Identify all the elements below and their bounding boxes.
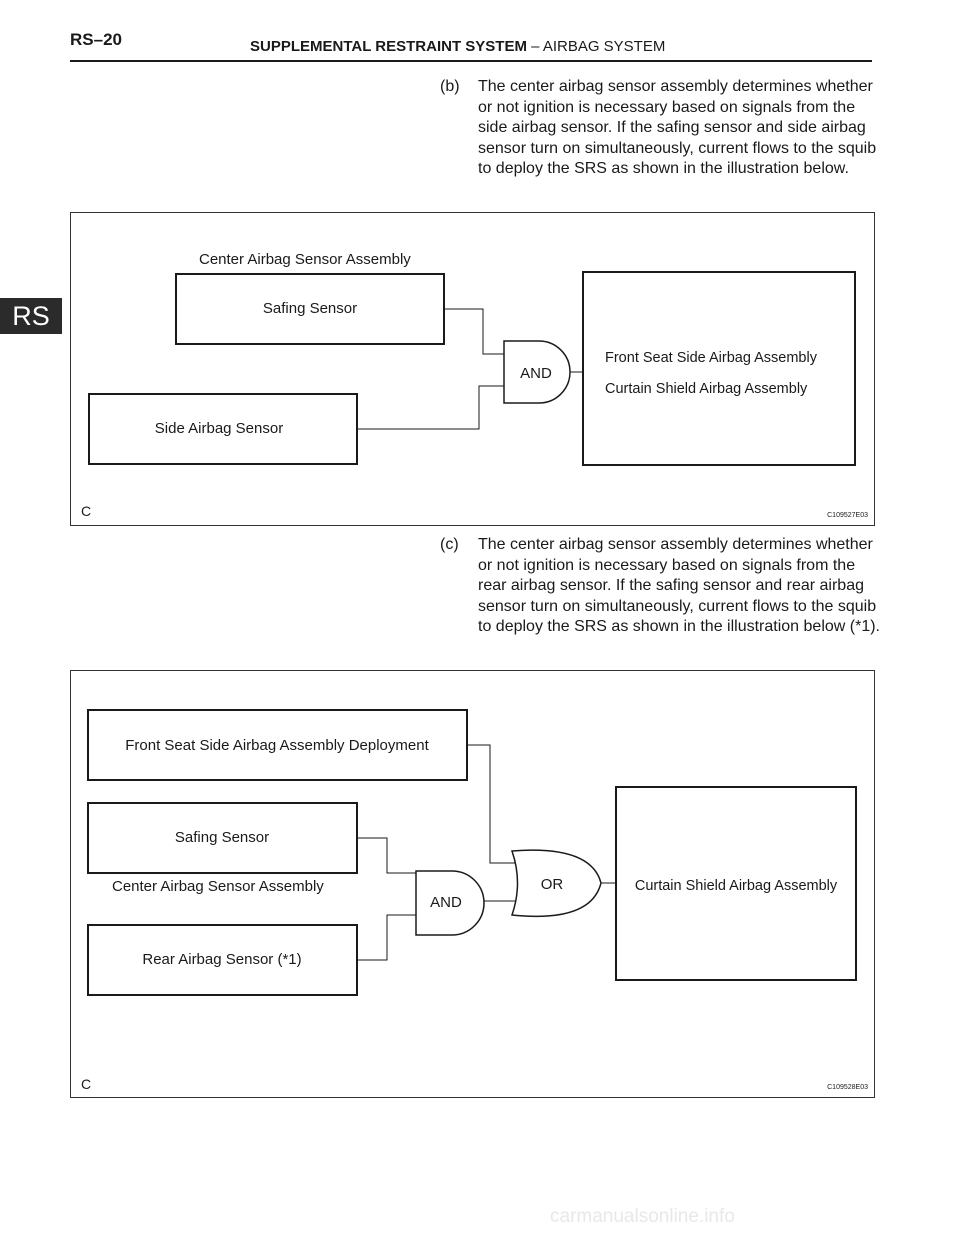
curtain-shield-airbag-label: Curtain Shield Airbag Assembly bbox=[635, 878, 838, 894]
safing-sensor-box bbox=[175, 273, 445, 345]
wire-safing-to-and bbox=[357, 837, 416, 874]
section-title-sub: – AIRBAG SYSTEM bbox=[531, 38, 666, 55]
header-rule bbox=[70, 60, 872, 62]
paragraph-c: (c) The center airbag sensor assembly de… bbox=[440, 535, 880, 638]
and-gate-label: AND bbox=[430, 894, 462, 911]
output-line-curtain: Curtain Shield Airbag Assembly bbox=[605, 381, 808, 397]
deployment-box bbox=[87, 709, 468, 781]
figure-id: C109528E03 bbox=[827, 1084, 868, 1091]
or-gate bbox=[510, 849, 602, 918]
wire-safing-to-and bbox=[444, 308, 504, 355]
and-gate bbox=[503, 340, 571, 404]
airbag-logic-diagram-side: Center Airbag Sensor Assembly Safing Sen… bbox=[70, 212, 875, 526]
wire-side-to-and bbox=[357, 385, 504, 430]
paragraph-c-text: The center airbag sensor assembly determ… bbox=[478, 536, 880, 635]
corner-mark: C bbox=[81, 503, 91, 519]
paragraph-c-label: (c) bbox=[440, 536, 459, 553]
side-airbag-sensor-box bbox=[88, 393, 358, 465]
sensor-assembly-label: Center Airbag Sensor Assembly bbox=[112, 878, 324, 895]
and-gate-label: AND bbox=[520, 365, 552, 382]
output-airbag-box bbox=[582, 271, 856, 466]
section-title-main: SUPPLEMENTAL RESTRAINT SYSTEM bbox=[250, 38, 527, 55]
section-tab: RS bbox=[0, 298, 62, 334]
safing-sensor-label: Safing Sensor bbox=[263, 300, 357, 317]
paragraph-b-text: The center airbag sensor assembly determ… bbox=[478, 78, 877, 177]
output-line-front-seat: Front Seat Side Airbag Assembly bbox=[605, 350, 818, 366]
curtain-shield-airbag-box bbox=[615, 786, 857, 981]
and-gate bbox=[415, 870, 485, 936]
diagram-canvas: Center Airbag Sensor Assembly Safing Sen… bbox=[81, 251, 868, 519]
diagram-canvas: Front Seat Side Airbag Assembly Deployme… bbox=[81, 709, 868, 1092]
sensor-assembly-label: Center Airbag Sensor Assembly bbox=[199, 251, 411, 268]
wire-deployment-to-or bbox=[467, 744, 516, 864]
corner-mark: C bbox=[81, 1076, 91, 1092]
rear-airbag-sensor-label: Rear Airbag Sensor (*1) bbox=[142, 951, 301, 968]
or-gate-label: OR bbox=[541, 876, 564, 893]
figure-id: C109527E03 bbox=[827, 512, 868, 519]
page-number: RS–20 bbox=[70, 30, 122, 49]
paragraph-b: (b) The center airbag sensor assembly de… bbox=[440, 77, 880, 180]
section-title: SUPPLEMENTAL RESTRAINT SYSTEM – AIRBAG S… bbox=[250, 38, 665, 55]
safing-sensor-label: Safing Sensor bbox=[175, 829, 269, 846]
wire-rear-to-and bbox=[357, 914, 416, 961]
airbag-logic-diagram-rear: Front Seat Side Airbag Assembly Deployme… bbox=[70, 670, 875, 1098]
deployment-label: Front Seat Side Airbag Assembly Deployme… bbox=[125, 737, 429, 754]
side-airbag-sensor-label: Side Airbag Sensor bbox=[155, 420, 283, 437]
watermark: carmanualsonline.info bbox=[550, 1206, 735, 1227]
paragraph-b-label: (b) bbox=[440, 78, 460, 95]
